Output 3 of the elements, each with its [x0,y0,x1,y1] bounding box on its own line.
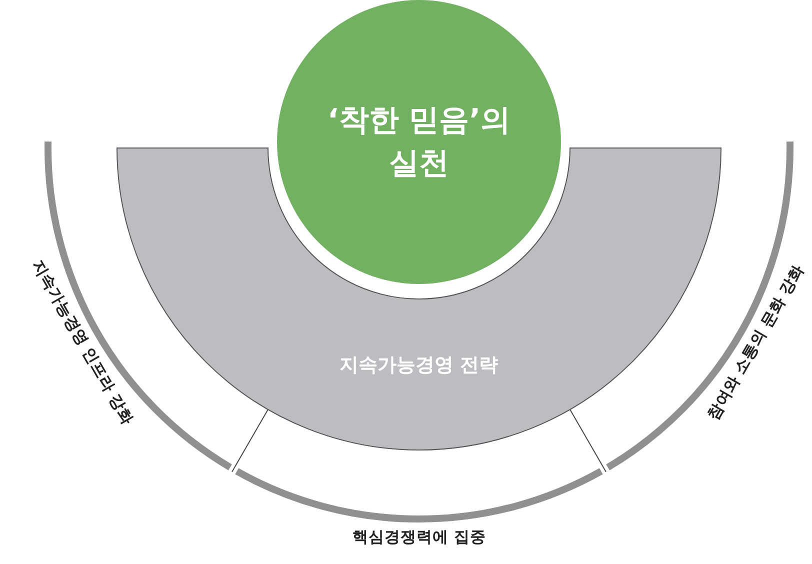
node-label: ‘착한 믿음’의 실천 [326,102,512,183]
node-label: 지속가능경영 전략 [340,353,498,378]
segment-label: 핵심경쟁력에 집중 [352,526,486,548]
